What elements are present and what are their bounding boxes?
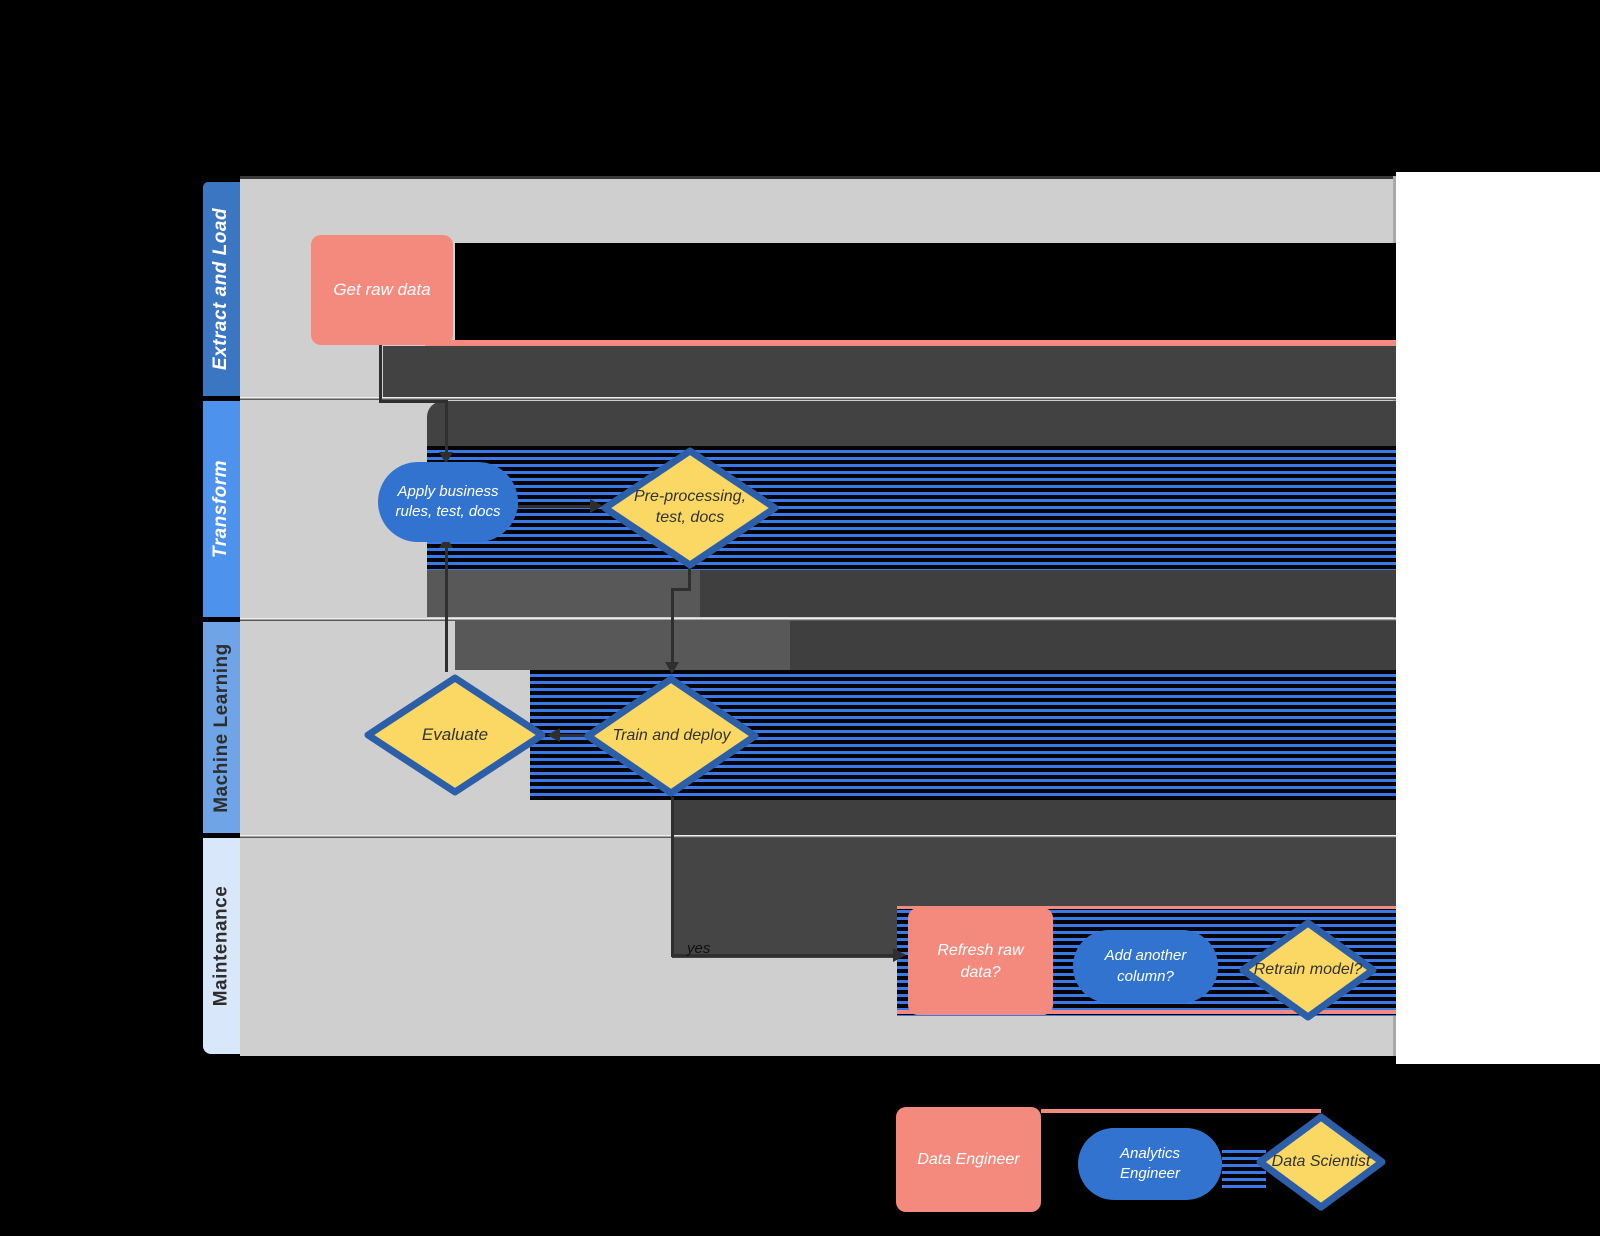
diamond-shape xyxy=(584,675,759,797)
connector-preprocessing-to-train xyxy=(688,568,691,591)
connector-evaluate-to-apply xyxy=(445,548,448,672)
connector-get-raw-to-apply xyxy=(379,400,448,403)
connector-get-raw-to-apply xyxy=(445,400,448,452)
legend-item-analytics-engineer: Analytics Engineer xyxy=(1078,1128,1222,1200)
legend-data-scientist-label: Data Scientist xyxy=(1271,1152,1371,1170)
arrowhead-into-preprocessing xyxy=(590,499,603,513)
node-evaluate[interactable]: Evaluate xyxy=(363,673,547,797)
connector-get-raw-to-apply xyxy=(379,345,382,403)
node-train-and-deploy[interactable]: Train and deploy xyxy=(583,674,760,798)
connector-train-to-evaluate xyxy=(560,734,586,737)
lane-divider xyxy=(240,397,1396,400)
lane-divider xyxy=(240,835,1396,838)
arrowhead-into-train xyxy=(665,662,679,674)
lane-strip-machine-learning: Machine Learning xyxy=(203,622,240,833)
node-get-raw-data-label: Get raw data xyxy=(333,279,431,299)
arrowhead-into-apply xyxy=(439,452,453,464)
node-get-raw-data[interactable]: Get raw data xyxy=(311,235,453,345)
lane-label-extract-and-load: Extract and Load xyxy=(210,207,232,371)
diamond-shape xyxy=(1239,919,1377,1021)
node-train-and-deploy-label: Train and deploy xyxy=(612,726,731,744)
diamond-shape xyxy=(601,447,779,569)
node-add-another-column[interactable]: Add another column? xyxy=(1073,930,1218,1003)
diamond-shape xyxy=(364,674,546,796)
node-apply-business-rules-label: Apply business rules, test, docs xyxy=(395,482,501,520)
connector-apply-to-preprocessing xyxy=(518,505,592,508)
right-margin-area xyxy=(1396,172,1600,1064)
node-add-another-column-label: Add another column? xyxy=(1104,947,1187,985)
lane-label-maintenance: Maintenance xyxy=(210,885,232,1007)
lane-label-machine-learning: Machine Learning xyxy=(210,642,232,813)
connector-preprocessing-to-train xyxy=(671,588,674,664)
lane-strip-transform: Transform xyxy=(203,401,240,617)
node-evaluate-label: Evaluate xyxy=(421,724,489,744)
node-refresh-raw-data[interactable]: Refresh raw data? xyxy=(908,908,1053,1015)
legend-item-data-engineer: Data Engineer xyxy=(896,1107,1041,1212)
edge-label-yes: yes xyxy=(687,940,711,957)
connector-preprocessing-to-train xyxy=(672,588,691,591)
legend-analytics-engineer-label: Analytics Engineer xyxy=(1119,1144,1181,1182)
node-retrain-model-label: Retrain model? xyxy=(1253,960,1363,978)
node-retrain-model[interactable]: Retrain model? xyxy=(1238,918,1378,1022)
lane-strip-maintenance: Maintenance xyxy=(203,838,240,1054)
node-preprocessing-label: Pre-processing, test, docs xyxy=(633,488,747,526)
connector-train-to-refresh xyxy=(671,797,674,957)
lane-label-transform: Transform xyxy=(210,459,232,559)
canvas-right-border xyxy=(1393,176,1396,1056)
arrowhead-into-refresh xyxy=(893,948,906,962)
node-preprocessing[interactable]: Pre-processing, test, docs xyxy=(600,446,780,570)
legend-item-data-scientist: Data Scientist xyxy=(1255,1112,1387,1212)
node-apply-business-rules[interactable]: Apply business rules, test, docs xyxy=(378,462,518,542)
legend-data-engineer-label: Data Engineer xyxy=(917,1150,1020,1168)
lane-divider xyxy=(240,618,1396,621)
diamond-shape xyxy=(1256,1113,1386,1211)
node-refresh-raw-data-label: Refresh raw data? xyxy=(937,941,1024,981)
lane-strip-extract-and-load: Extract and Load xyxy=(203,182,240,396)
canvas-top-border xyxy=(240,176,1396,179)
connector-train-to-refresh xyxy=(672,954,893,957)
arrowhead-into-evaluate xyxy=(547,728,560,742)
